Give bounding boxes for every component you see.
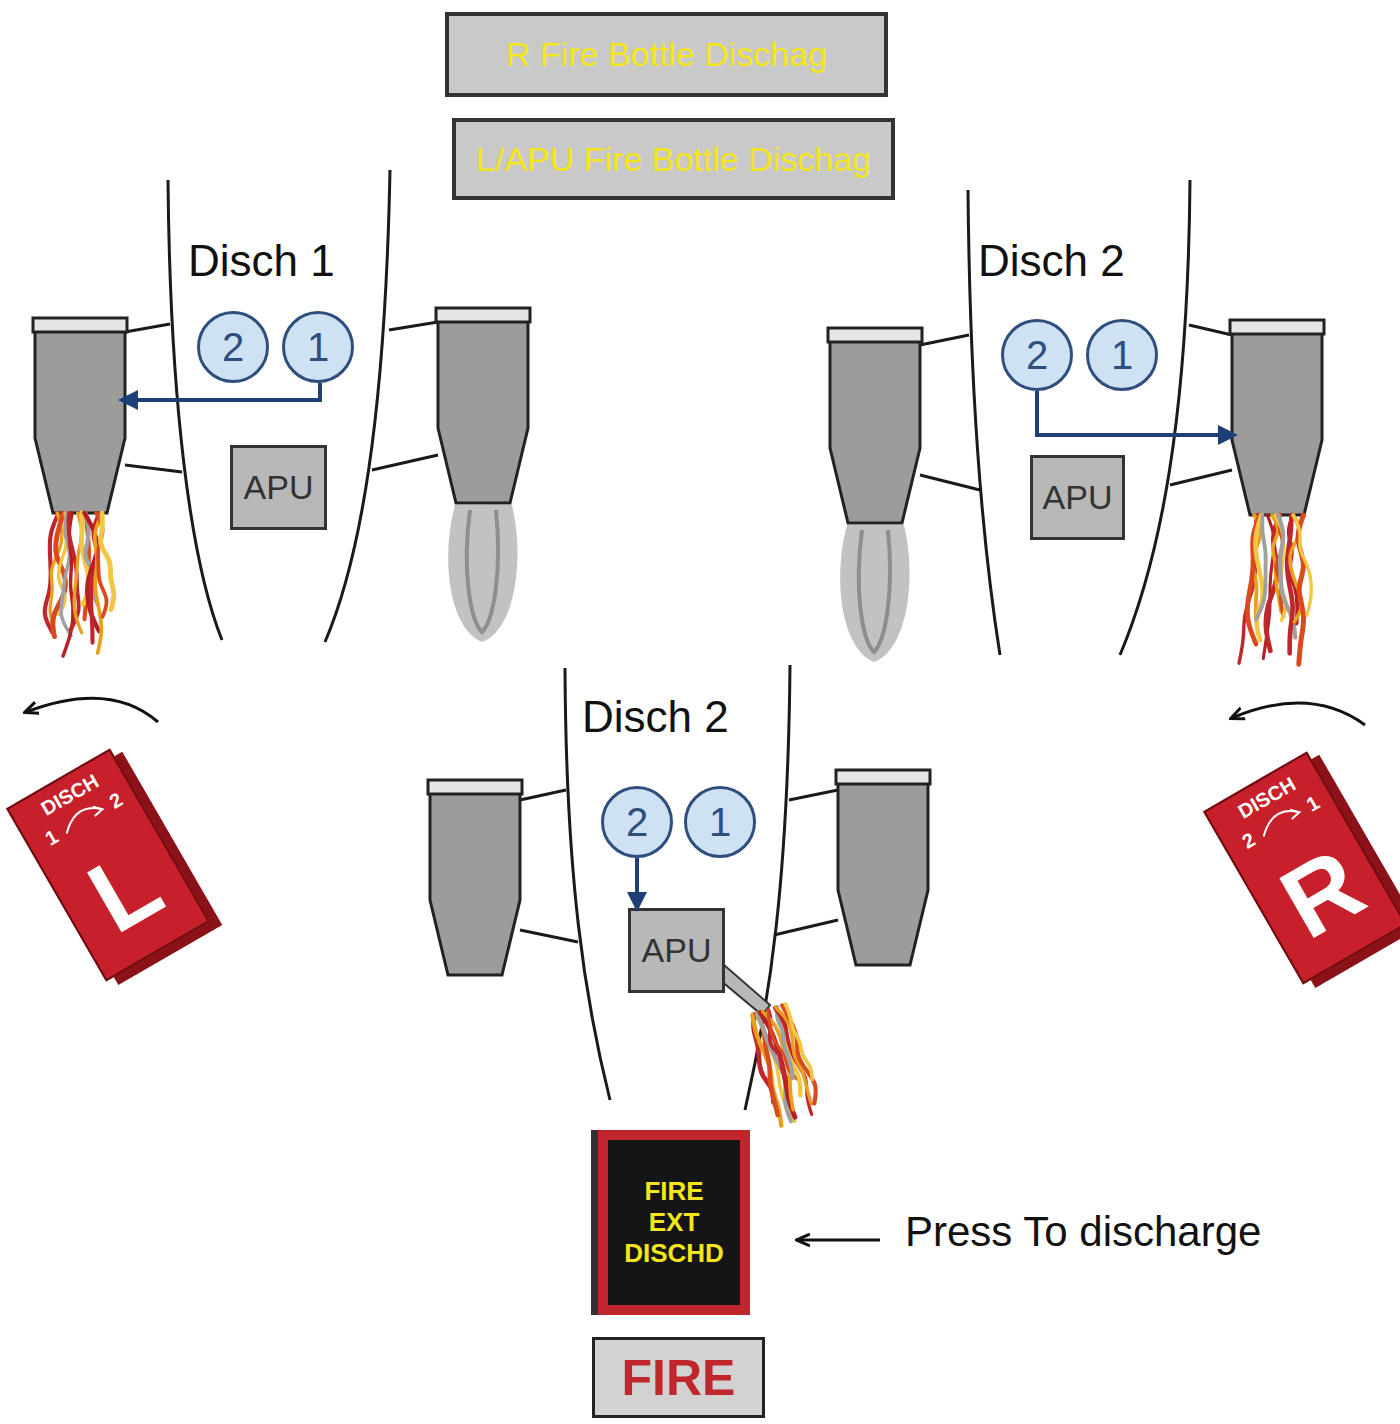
fire-flame [785, 1003, 814, 1080]
leader-arrow [798, 1239, 880, 1242]
node-label: 1 [307, 327, 329, 367]
bottle-circle: 1 [1086, 319, 1158, 391]
message-box: L/APU Fire Bottle Dischag [452, 118, 895, 200]
node-label: L/APU Fire Bottle Dischag [476, 140, 871, 179]
panel-title: Disch 2 [582, 692, 729, 742]
fire-flame [782, 1003, 820, 1103]
engine [836, 770, 930, 965]
node-label: FIRE EXT DISCHD [622, 1176, 726, 1270]
pylon [520, 790, 566, 800]
apu-box: APU [628, 908, 725, 993]
fire-handle: DISCH12L [6, 748, 210, 981]
smoke-plume [840, 525, 909, 662]
instruction-note: Press To discharge [905, 1208, 1261, 1256]
rotate-arrow [26, 698, 158, 722]
leader-arrow [798, 1239, 880, 1242]
fire-flame [1287, 515, 1292, 653]
handle-label: L [48, 817, 202, 964]
fire-light: FIRE [592, 1337, 765, 1418]
fire-flame [101, 513, 114, 610]
rotate-arc [1206, 752, 1345, 873]
panel-title: Disch 1 [188, 236, 335, 286]
node-label: FIRE [622, 1349, 736, 1407]
discharge-arrow [122, 383, 320, 400]
smoke-plume [467, 510, 498, 632]
pylon [389, 322, 438, 330]
fire-flame [776, 1005, 815, 1105]
smoke-plume [859, 530, 890, 652]
pylon [372, 455, 438, 470]
bottle-circle: 2 [197, 311, 269, 383]
fire-handle: DISCH21R [1203, 751, 1400, 984]
handle-label: 1 [35, 822, 68, 852]
rotate-arc [1258, 805, 1300, 836]
bottle-circle: 2 [1001, 319, 1073, 391]
engine [828, 328, 922, 523]
apu-box: APU [230, 445, 327, 530]
fuselage [168, 170, 1190, 1110]
smoke-plume [448, 505, 517, 642]
pylon [1189, 325, 1232, 335]
node-label: APU [1043, 478, 1113, 517]
handle-label: 2 [1232, 825, 1265, 855]
handle-label: 1 [1297, 788, 1330, 818]
rotate-arc [9, 749, 148, 870]
fire-flame [45, 513, 1312, 1126]
pylon [789, 790, 838, 800]
rotate-arrow [1232, 703, 1365, 725]
rotate-arc [61, 802, 103, 833]
discharge-button: FIRE EXT DISCHD [598, 1130, 750, 1315]
node-label: 1 [709, 802, 731, 842]
pylon [125, 324, 170, 332]
pylon [1170, 470, 1232, 485]
fuselage [1120, 180, 1190, 655]
discharge-connector [635, 858, 639, 908]
bottle-circle: 1 [282, 311, 354, 383]
rotate-arc [1287, 806, 1300, 819]
fire-flame [744, 1003, 825, 1126]
pylon [774, 920, 838, 935]
pylon [520, 930, 578, 942]
node-label: 2 [626, 802, 648, 842]
fire-flame [1239, 515, 1311, 664]
fire-flame [1293, 515, 1311, 615]
apu-box: APU [1030, 455, 1125, 540]
bottle-circle: 2 [601, 786, 673, 858]
engine [33, 308, 1324, 975]
panel-title: Disch 2 [978, 236, 1125, 286]
pylon [920, 335, 969, 345]
engine [436, 308, 530, 503]
node-label: APU [244, 468, 314, 507]
fire-flame [1256, 515, 1266, 620]
engine [1230, 320, 1324, 515]
bottle-circle: 1 [684, 786, 756, 858]
smoke-plume [448, 505, 909, 662]
handle-label: R [1245, 820, 1399, 967]
rotate-arc [90, 803, 103, 816]
node-label: APU [642, 931, 712, 970]
node-label: 2 [1026, 335, 1048, 375]
discharge-arrow [1037, 391, 1234, 435]
discharge-arrow [122, 383, 1234, 435]
pylon [125, 465, 182, 472]
fire-flame [45, 513, 114, 656]
message-box: R Fire Bottle Dischag [445, 12, 888, 97]
node-label: 1 [1111, 335, 1133, 375]
node-label: R Fire Bottle Dischag [506, 35, 827, 74]
node-label: 2 [222, 327, 244, 367]
handle-label: 2 [100, 785, 133, 815]
pylon [125, 322, 1232, 942]
engine [33, 318, 127, 513]
pylon [920, 475, 980, 490]
fuselage [325, 170, 390, 642]
fire-flame [775, 1005, 817, 1115]
engine [428, 780, 522, 975]
